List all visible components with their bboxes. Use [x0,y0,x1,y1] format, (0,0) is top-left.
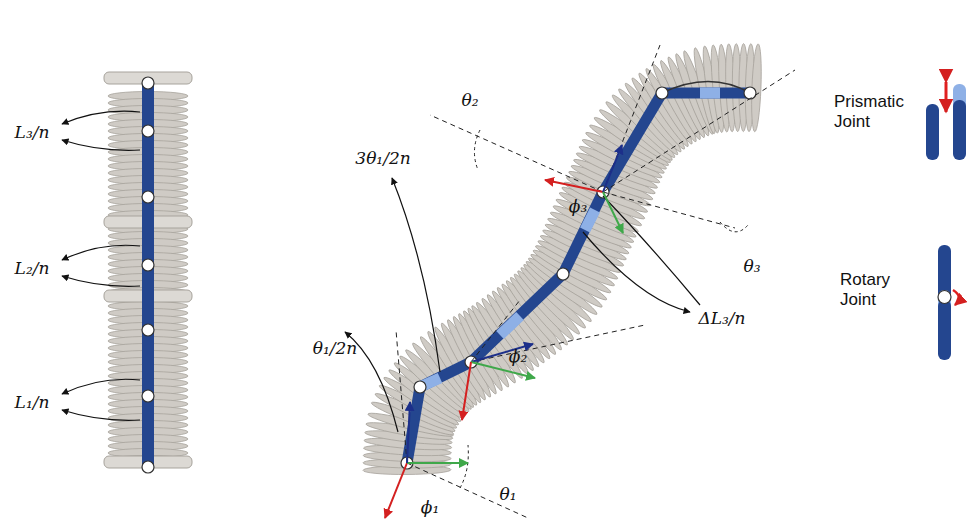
legend-text: Prismatic Joint [834,92,920,133]
legend-text: Rotary Joint [840,270,926,311]
frame-axis [462,362,471,420]
math-label: L₁/n [15,393,50,412]
joint-dot [142,125,154,137]
straight-robot [104,72,192,473]
math-label: θ₂ [461,91,478,110]
joint-dot [744,87,756,99]
frame-axis [545,180,603,192]
math-label: ϕ₃ [569,197,587,216]
kinematic-chain [407,93,750,463]
joint-legend-icons [926,82,966,360]
math-label: θ₁/2n [313,339,358,358]
angle-arcs [460,130,748,488]
prismatic-extension [700,88,720,99]
kinematic-bar [142,83,154,467]
math-label: ΔL₃/n [698,309,745,328]
math-label: L₃/n [15,123,50,142]
math-label: 3θ₁/2n [355,149,410,168]
bent-robot [363,44,763,475]
math-label: L₂/n [15,259,50,278]
math-label: ϕ₁ [421,498,439,517]
frame-axis [407,462,468,464]
frame-axis [385,463,407,518]
joint-dot [142,461,154,473]
frame-axis [603,145,622,192]
frame-axis [603,192,623,233]
joint-dot [142,259,154,271]
joint-dot [142,77,154,89]
math-label: ϕ₂ [509,347,527,366]
leader-lines [62,111,700,432]
reference-dashes [396,45,795,518]
prismatic-extension [500,316,520,335]
math-label: θ₃ [743,257,760,276]
joint-dot [656,87,668,99]
math-label: θ₁ [499,485,516,504]
joint-dot [142,324,154,336]
arc-curve [662,82,750,94]
joint-dot [142,191,154,203]
joint-dot [142,390,154,402]
joint-dot [414,381,426,393]
frame-axis [407,402,410,463]
joint-dot [557,268,569,280]
